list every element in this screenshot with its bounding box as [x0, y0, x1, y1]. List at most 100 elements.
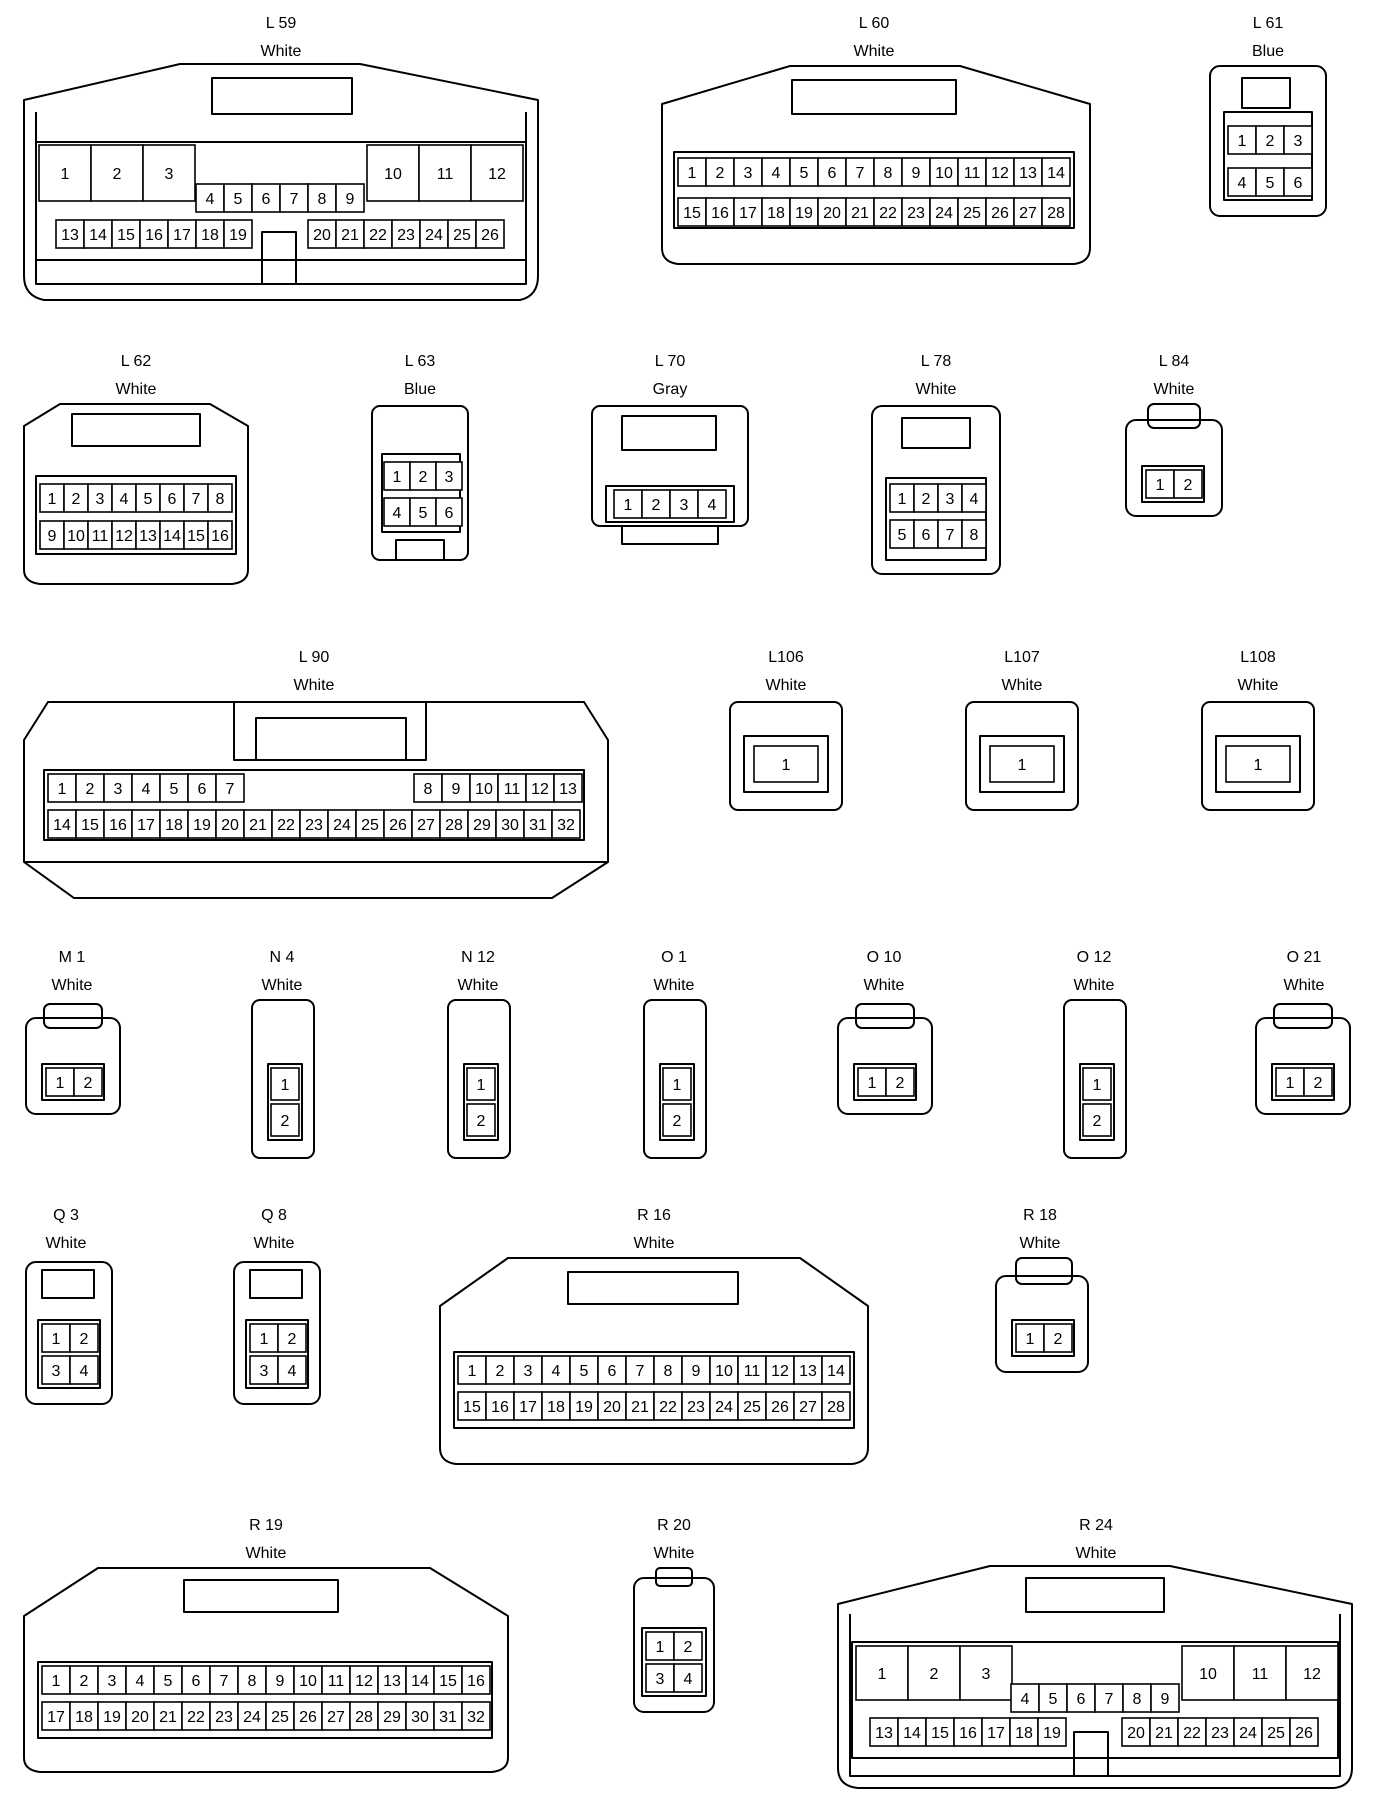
pin-cell [223, 219, 253, 249]
connector-o21-id: O 21 [1287, 949, 1322, 966]
connector-n4-color: White [262, 977, 303, 994]
pin-cell [377, 1665, 407, 1695]
pin-number: 16 [491, 1399, 509, 1416]
pin-cell [1122, 1683, 1152, 1713]
pin-number: 10 [67, 528, 85, 545]
connector-o1: O 1 White 1 2 [643, 949, 707, 1159]
pin-number: 6 [262, 191, 271, 208]
pin-cell [1082, 1067, 1112, 1101]
pin-cell [131, 773, 161, 803]
pin-number: 22 [369, 227, 387, 244]
pin-number: 3 [260, 1363, 269, 1380]
pin-number: 14 [411, 1673, 429, 1690]
pin-number: 2 [281, 1113, 290, 1130]
pin-number: 2 [716, 165, 725, 182]
pin-cell [513, 1355, 543, 1385]
pin-number: 2 [1054, 1331, 1063, 1348]
pin-cell [495, 809, 525, 839]
pin-number: 6 [168, 491, 177, 508]
pin-number: 4 [684, 1671, 693, 1688]
pin-number: 7 [1105, 1691, 1114, 1708]
pin-number: 2 [80, 1673, 89, 1690]
pin-number: 14 [903, 1725, 921, 1742]
pin-cell [475, 219, 505, 249]
pin-number: 25 [453, 227, 471, 244]
pin-number: 14 [163, 528, 181, 545]
pin-number: 28 [1047, 205, 1065, 222]
connector-n4-id: N 4 [270, 949, 295, 966]
pin-number: 1 [1018, 757, 1027, 774]
pin-number: 2 [1314, 1075, 1323, 1092]
pin-cell [907, 1645, 961, 1701]
connector-l59-id: L 59 [266, 15, 297, 32]
connector-r18-color: White [1020, 1235, 1061, 1252]
pin-number: 18 [75, 1709, 93, 1726]
pin-number: 31 [529, 817, 547, 834]
pin-cell [377, 1701, 407, 1731]
pin-cell [41, 1355, 71, 1385]
pin-number: 3 [1294, 133, 1303, 150]
pin-number: 29 [473, 817, 491, 834]
pin-number: 1 [477, 1077, 486, 1094]
pin-number: 1 [58, 781, 67, 798]
pin-cell [1009, 1717, 1039, 1747]
connector-l63-color: Blue [404, 381, 436, 398]
pin-number: 1 [1093, 1077, 1102, 1094]
pin-cell [1275, 1067, 1305, 1097]
pin-number: 1 [1238, 133, 1247, 150]
pin-cell [677, 157, 707, 187]
pin-cell [1038, 1683, 1068, 1713]
connector-l107-color: White [1002, 677, 1043, 694]
pin-number: 1 [898, 491, 907, 508]
pin-number: 16 [109, 817, 127, 834]
pin-row: 2 [1082, 1103, 1112, 1137]
pin-cell [897, 1717, 927, 1747]
pin-number: 24 [243, 1709, 261, 1726]
pin-cell [187, 809, 217, 839]
pin-number: 12 [531, 781, 549, 798]
pin-cell [855, 1645, 909, 1701]
connector-l106-id: L106 [768, 649, 804, 666]
pin-cell [209, 1701, 239, 1731]
connector-l106: L106 White 1 [729, 649, 843, 811]
pin-cell [47, 809, 77, 839]
pin-cell [97, 1665, 127, 1695]
pin-number: 11 [92, 528, 109, 545]
pin-number: 5 [800, 165, 809, 182]
pin-cell [195, 183, 225, 213]
pin-number: 25 [743, 1399, 761, 1416]
pin-number: 13 [799, 1363, 817, 1380]
connector-l60-id: L 60 [859, 15, 890, 32]
pin-number: 16 [145, 227, 163, 244]
pin-cell [349, 1701, 379, 1731]
connector-o21-color: White [1284, 977, 1325, 994]
pin-number: 24 [333, 817, 351, 834]
pin-number: 11 [964, 165, 981, 182]
pin-number: 7 [192, 491, 201, 508]
pin-cell [625, 1355, 655, 1385]
connector-r24-id: R 24 [1079, 1517, 1113, 1534]
connector-r20-color: White [654, 1545, 695, 1562]
pin-number: 11 [1252, 1666, 1269, 1683]
pin-number: 19 [575, 1399, 593, 1416]
pin-number: 5 [1049, 1691, 1058, 1708]
pin-cell [761, 157, 791, 187]
pin-number: 13 [1019, 165, 1037, 182]
pin-number: 19 [229, 227, 247, 244]
pin-number: 9 [276, 1673, 285, 1690]
pin-cell [39, 483, 65, 513]
